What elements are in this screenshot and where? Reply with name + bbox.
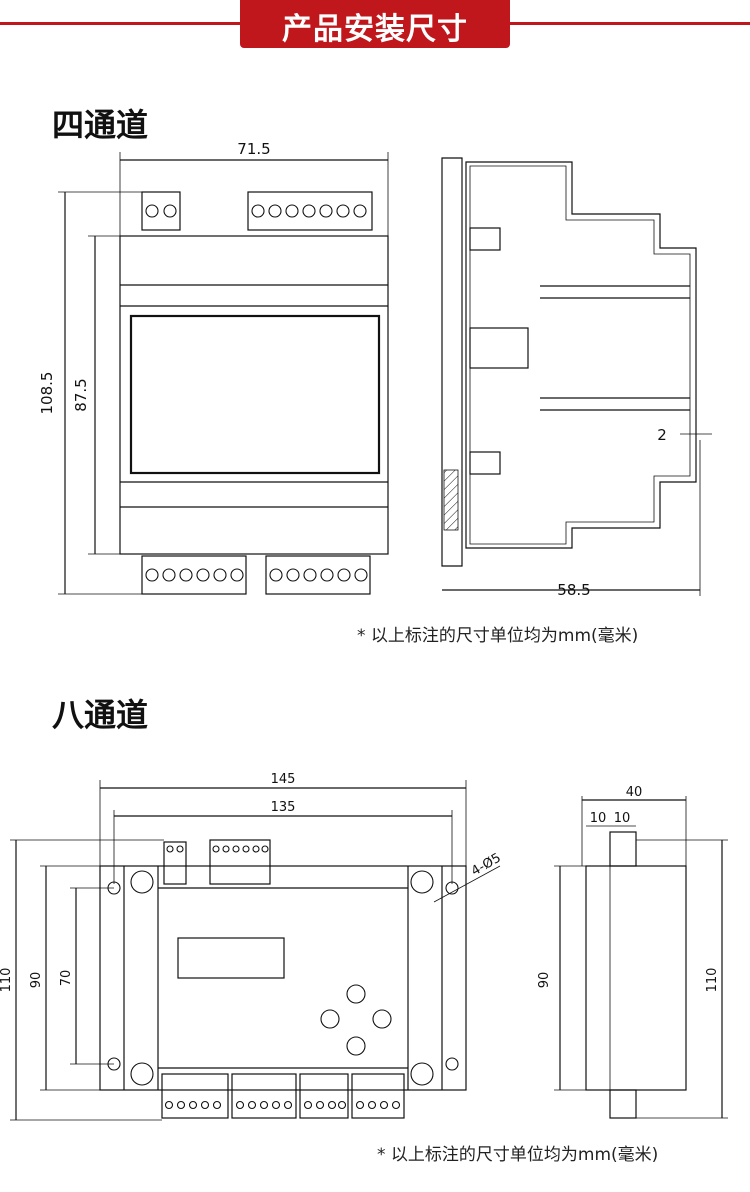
eight-key-down [346,1036,366,1056]
four-channel-title: 四通道 [52,106,149,144]
eight-top-connector [209,839,271,885]
eight-display [177,937,285,979]
four-display-window [129,314,381,475]
four-side-body [465,161,697,549]
banner-box [240,0,510,48]
eight-side-dim-b: 10 [614,811,631,826]
eight-dim-height-holes: 70 [59,970,74,987]
banner-title: 产品安装尺寸 [282,12,468,47]
eight-terminal-1 [161,1073,229,1119]
eight-key-left [320,1009,340,1029]
eight-dim-width-holes: 135 [271,800,296,815]
eight-terminal-3 [299,1073,349,1119]
four-top-terminal-left [141,191,181,231]
eight-side-body [585,865,687,1091]
four-dim-width: 71.5 [237,140,270,158]
four-top-terminal-right [247,191,373,231]
eight-unit-note: * 以上标注的尺寸单位均为mm(毫米) [377,1145,659,1165]
eight-top-connector-small [163,841,187,885]
four-dim-depth: 58.5 [557,581,590,599]
eight-side-dim-110: 110 [705,968,720,993]
eight-dim-height-total: 110 [0,968,14,993]
eight-terminal-4 [351,1073,405,1119]
eight-side-dim-a: 10 [590,811,607,826]
four-front-body [119,235,389,555]
four-side-rail [441,157,463,567]
eight-dim-height-mid: 90 [29,972,44,989]
four-dim-height-total: 108.5 [38,372,56,415]
four-bottom-terminal-right [265,555,371,595]
eight-side-top-tab [609,831,637,867]
eight-dim-holes: 4-Ø5 [469,851,504,880]
four-bottom-terminal-left [141,555,247,595]
four-dim-height-body: 87.5 [72,378,90,411]
eight-key-right [372,1009,392,1029]
four-unit-note: * 以上标注的尺寸单位均为mm(毫米) [357,626,639,646]
eight-side-dim-90: 90 [537,972,552,989]
eight-channel-title: 八通道 [52,696,149,734]
eight-side-bottom-tab [609,1089,637,1119]
header-banner: 产品安装尺寸 [0,0,750,52]
eight-side-dim-width: 40 [626,785,643,800]
eight-dim-width-total: 145 [271,772,296,787]
eight-front-outline [99,865,467,1091]
eight-terminal-2 [231,1073,297,1119]
four-dim-gap: 2 [657,426,667,444]
eight-key-up [346,984,366,1004]
